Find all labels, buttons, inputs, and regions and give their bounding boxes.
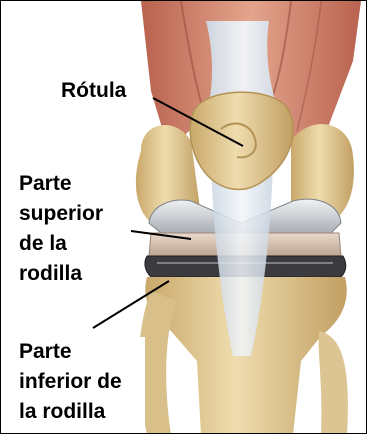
patella-bone [190, 92, 293, 189]
patella-label: Rótula [61, 76, 126, 106]
fibula-bone [319, 331, 348, 434]
lower-knee-label: Parte inferior de la rodilla [19, 337, 122, 427]
upper-knee-label: Parte superior de la rodilla [19, 169, 103, 289]
